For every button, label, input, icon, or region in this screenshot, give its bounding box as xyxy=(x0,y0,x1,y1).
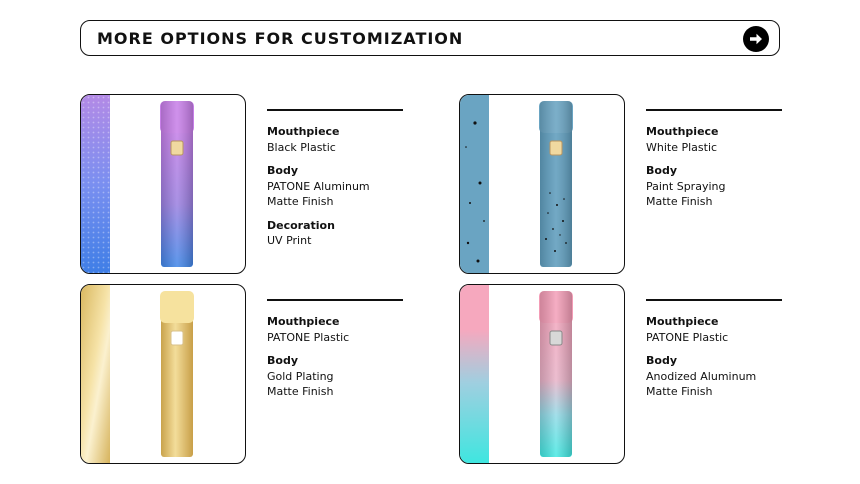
spec-value: UV Print xyxy=(267,234,312,247)
gold-swatch xyxy=(81,285,110,463)
spec-value: Matte Finish xyxy=(267,195,334,208)
spec-value: PATONE Aluminum xyxy=(267,179,370,193)
pattern-swatch xyxy=(81,95,110,273)
vape-device-image xyxy=(539,291,573,457)
spec-value: Anodized Aluminum xyxy=(646,369,757,383)
gradient-swatch xyxy=(460,285,489,463)
spec-value: White Plastic xyxy=(646,140,718,154)
option-card-paint-spraying xyxy=(459,94,625,274)
section-header: MORE OPTIONS FOR CUSTOMIZATION xyxy=(80,20,780,56)
spec-value: Matte Finish xyxy=(646,385,713,398)
vape-device-image xyxy=(160,291,194,457)
spec-value: Black Plastic xyxy=(267,140,336,154)
spec-value: Matte Finish xyxy=(267,385,334,398)
spec-label: Mouthpiece xyxy=(646,315,719,328)
spec-label: Body xyxy=(267,164,298,177)
spec-label: Body xyxy=(267,354,298,367)
spec-label: Body xyxy=(646,164,677,177)
divider xyxy=(646,109,782,111)
spec-value: Matte Finish xyxy=(646,195,713,208)
spec-label: Mouthpiece xyxy=(646,125,719,138)
spec-label: Mouthpiece xyxy=(267,315,340,328)
divider xyxy=(646,299,782,301)
divider xyxy=(267,299,403,301)
spec-value: Paint Spraying xyxy=(646,179,726,193)
page-title: MORE OPTIONS FOR CUSTOMIZATION xyxy=(97,28,464,48)
arrow-right-circle-icon[interactable] xyxy=(743,26,769,52)
vape-device-image xyxy=(160,101,194,267)
option-card-uv-print xyxy=(80,94,246,274)
spec-label: Mouthpiece xyxy=(267,125,340,138)
spec-value: Gold Plating xyxy=(267,369,334,383)
divider xyxy=(267,109,403,111)
speckle-swatch xyxy=(460,95,489,273)
spec-value: PATONE Plastic xyxy=(267,330,350,344)
spec-value: PATONE Plastic xyxy=(646,330,729,344)
option-card-anodized xyxy=(459,284,625,464)
vape-device-image xyxy=(539,101,573,267)
spec-label: Decoration xyxy=(267,218,335,232)
option-card-gold-plating xyxy=(80,284,246,464)
spec-label: Body xyxy=(646,354,677,367)
